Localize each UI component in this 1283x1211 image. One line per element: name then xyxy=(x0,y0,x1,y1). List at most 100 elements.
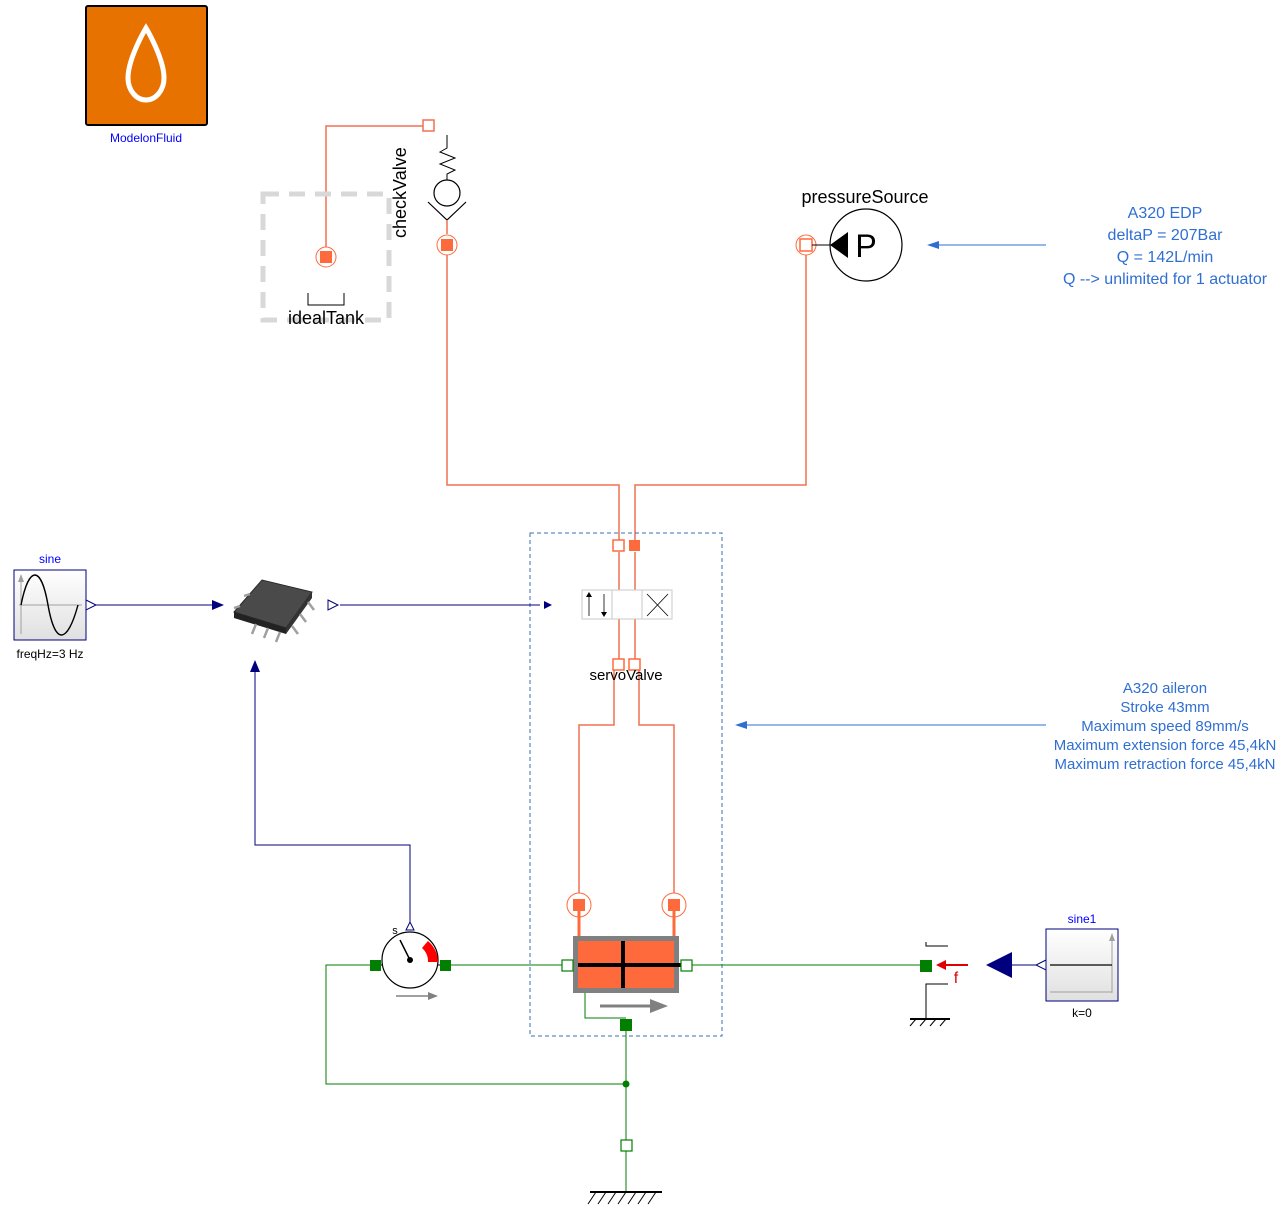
fixed-flange[interactable] xyxy=(620,1139,633,1152)
signal-line-feedback xyxy=(254,672,411,922)
chip-side xyxy=(234,612,286,634)
pump-annotation-arrowhead xyxy=(927,241,939,249)
gauge-needle-icon xyxy=(399,939,411,961)
sine1-label: sine1 xyxy=(1068,912,1097,926)
actuator-annotation: A320 aileron Stroke 43mm Maximum speed 8… xyxy=(735,680,1276,773)
mech-line-cylinder-housing xyxy=(584,993,626,1019)
servo-valve-port-a[interactable] xyxy=(612,658,625,671)
sine1-param: k=0 xyxy=(1072,1006,1092,1020)
chip-side xyxy=(286,592,312,634)
motion-arrow-icon xyxy=(650,999,668,1013)
servo-valve-port-t[interactable] xyxy=(612,539,625,552)
force-arrow-icon xyxy=(936,960,946,970)
valve-arrow-icon xyxy=(601,612,607,617)
cylinder-flange-b[interactable] xyxy=(680,959,693,972)
sensor-flange-b[interactable] xyxy=(440,960,451,971)
cylinder-port-a[interactable] xyxy=(573,899,585,911)
check-valve-port-top[interactable] xyxy=(422,119,435,132)
check-ball-icon xyxy=(433,179,461,207)
library-block[interactable]: ModelonFluid xyxy=(85,5,208,145)
fixed-ground[interactable] xyxy=(587,1139,662,1205)
mech-junction-dot xyxy=(622,1080,630,1088)
sine-source[interactable]: sine freqHz=3 Hz xyxy=(13,552,98,661)
pump-annotation-line: deltaP = 207Bar xyxy=(1108,227,1224,244)
controller-feedback-port[interactable] xyxy=(250,660,260,672)
chip-pins-icon xyxy=(233,592,315,643)
tank-port[interactable] xyxy=(320,251,332,263)
fluid-line-tank-check xyxy=(325,125,429,250)
pressure-source-label: pressureSource xyxy=(801,187,928,207)
ideal-tank-label: idealTank xyxy=(288,308,365,328)
sine-wave-icon xyxy=(20,574,79,636)
tank-outline xyxy=(260,191,392,323)
valve-arrow-icon xyxy=(586,592,592,597)
hydraulic-cylinder[interactable] xyxy=(566,892,687,1013)
cylinder-port-b[interactable] xyxy=(668,899,680,911)
sensor-output-port[interactable] xyxy=(405,920,415,931)
force-support-icon xyxy=(925,942,948,947)
tank-vessel-icon xyxy=(307,293,345,306)
force-ground-hatch-icon xyxy=(909,1018,947,1027)
fluid-line-servo-cyl-b xyxy=(635,664,675,900)
spring-icon xyxy=(438,135,457,180)
pressure-source-symbol: P xyxy=(855,228,876,264)
gauge-hub xyxy=(407,957,413,963)
pressure-source-port[interactable] xyxy=(799,238,813,252)
sine1-output-port[interactable] xyxy=(1034,959,1047,971)
fluid-lines xyxy=(325,125,807,900)
force-input-port[interactable] xyxy=(986,952,1012,978)
actuator-annotation-line: Maximum retraction force 45,4kN xyxy=(1055,756,1276,773)
servo-signal-arrowhead xyxy=(544,601,552,609)
controller-input-port[interactable] xyxy=(212,600,224,610)
fluid-line-servo-cyl-a xyxy=(578,664,619,900)
gauge-redzone xyxy=(422,941,438,962)
controller-output-port[interactable] xyxy=(327,599,340,611)
check-valve[interactable]: checkValve xyxy=(390,119,467,256)
ideal-tank[interactable]: idealTank xyxy=(260,191,392,328)
sensor-flange-a[interactable] xyxy=(370,960,381,971)
pump-annotation-line: A320 EDP xyxy=(1128,205,1203,222)
actuator-annotation-line: Maximum speed 89mm/s xyxy=(1081,718,1249,735)
sine1-source[interactable]: sine1 k=0 xyxy=(1034,912,1119,1020)
sine-output-port[interactable] xyxy=(85,599,98,611)
check-valve-label: checkValve xyxy=(390,147,410,238)
droplet-icon xyxy=(125,23,167,103)
pressure-source[interactable]: pressureSource P xyxy=(795,187,929,282)
actuator-annotation-line: Maximum extension force 45,4kN xyxy=(1054,737,1277,754)
force-source[interactable]: f xyxy=(909,942,1012,1027)
servo-valve[interactable]: servoValve xyxy=(581,539,673,684)
actuator-annotation-line: Stroke 43mm xyxy=(1120,699,1209,716)
servo-valve-port-p[interactable] xyxy=(629,540,640,551)
pump-annotation-line: Q = 142L/min xyxy=(1117,249,1214,266)
sine-axis-arrow xyxy=(18,574,24,582)
library-background xyxy=(85,5,208,126)
pump-annotation-line: Q --> unlimited for 1 actuator xyxy=(1063,271,1268,288)
sine-param: freqHz=3 Hz xyxy=(16,647,83,661)
check-valve-port-bottom[interactable] xyxy=(441,239,453,251)
force-flange[interactable] xyxy=(920,960,932,972)
sine1-axis-arrow xyxy=(1109,933,1115,941)
ground-hatch-icon xyxy=(587,1191,657,1205)
mechanical-lines xyxy=(325,964,920,1192)
sensor-arrow-icon xyxy=(428,992,438,1000)
mech-line-sensor-loop xyxy=(325,964,626,1085)
position-sensor[interactable]: s xyxy=(370,920,451,1000)
force-label: f xyxy=(954,970,959,987)
pump-annotation: A320 EDP deltaP = 207Bar Q = 142L/min Q … xyxy=(927,205,1268,288)
fluid-line-check-servo xyxy=(446,255,620,545)
valve-cross-icon xyxy=(646,593,669,617)
pump-arrow-icon xyxy=(830,232,848,258)
sensor-label: s xyxy=(392,925,398,937)
sine-label: sine xyxy=(39,552,61,566)
library-label: ModelonFluid xyxy=(110,131,182,145)
servo-valve-label: servoValve xyxy=(589,667,662,684)
signal-lines xyxy=(96,604,1042,966)
fluid-line-pump-servo xyxy=(634,252,807,545)
controller-chip[interactable] xyxy=(233,579,340,643)
servo-valve-port-b[interactable] xyxy=(628,658,641,671)
actuator-annotation-arrowhead xyxy=(735,721,747,729)
cylinder-flange-a[interactable] xyxy=(561,959,574,972)
cylinder-housing-flange[interactable] xyxy=(620,1019,632,1031)
actuator-annotation-line: A320 aileron xyxy=(1123,680,1207,697)
